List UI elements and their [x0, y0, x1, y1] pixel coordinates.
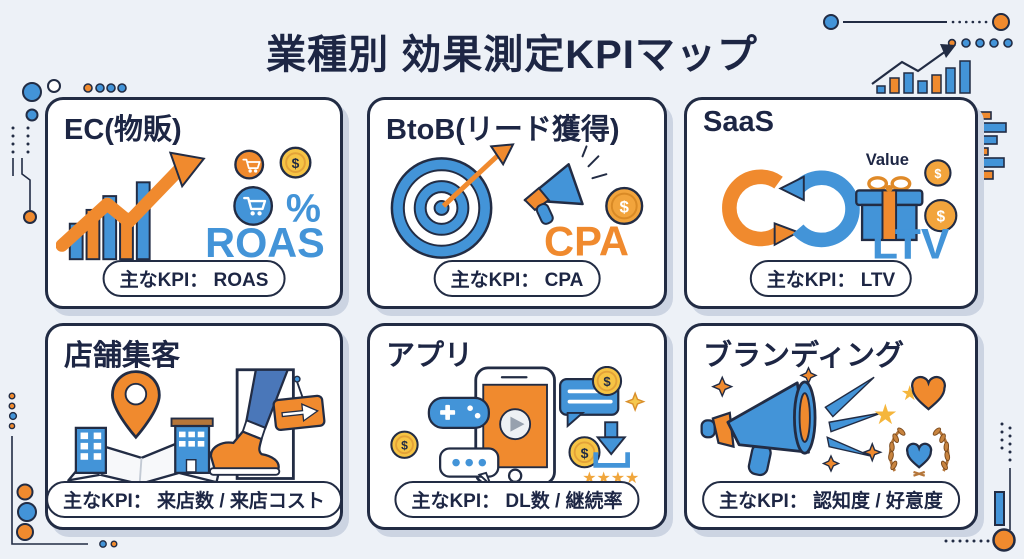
card-ec: EC(物販) $	[45, 97, 343, 309]
ltv-accent-text: LTV	[872, 220, 950, 266]
card-store: 店舗集客	[45, 323, 343, 530]
svg-text:$: $	[603, 374, 611, 389]
dollar-coin-icon: $ $	[924, 159, 958, 233]
laurel-wreath-icon	[888, 427, 951, 477]
card-store-header: 店舗集客	[64, 340, 181, 372]
sparkle-icon	[624, 391, 646, 413]
saas-illustration: Value $ $ LTV	[722, 151, 958, 266]
target-dart-icon	[390, 143, 515, 259]
svg-text:$: $	[934, 167, 941, 181]
dollar-coin-icon: $	[279, 146, 312, 179]
growth-arrow-chart-icon	[56, 151, 206, 261]
dollar-coin-icon: $ $ $	[390, 366, 623, 469]
card-btob: BtoB(リード獲得) $	[367, 97, 667, 309]
card-app: アプリ	[367, 323, 667, 530]
game-controller-icon	[427, 396, 490, 429]
map-pin-icon	[111, 370, 161, 440]
signboard-arrow-icon	[272, 375, 326, 432]
svg-text:$: $	[581, 445, 589, 461]
roas-accent-text: ROAS	[205, 220, 325, 266]
dot-row-icon	[83, 83, 127, 93]
heart-icon	[911, 376, 946, 411]
card-ec-kpi-pill: 主なKPI： ROAS	[102, 260, 286, 297]
app-illustration: $ $ $ ★★★★	[390, 366, 646, 486]
svg-text:$: $	[936, 208, 945, 225]
card-branding-kpi-pill: 主なKPI： 認知度 / 好意度	[702, 481, 960, 518]
cpa-accent-text: CPA	[544, 218, 629, 265]
svg-text:$: $	[620, 197, 630, 216]
card-branding: ブランディング ★ ★	[684, 323, 978, 530]
loop-arrows-icon	[722, 169, 860, 248]
card-ec-header: EC(物販)	[64, 114, 182, 146]
cart-coin-icon	[234, 149, 265, 180]
card-saas-header: SaaS	[703, 106, 774, 138]
card-app-header: アプリ	[386, 340, 474, 372]
page-title: 業種別 効果測定KPIマップ	[266, 33, 758, 77]
store-illustration	[67, 368, 326, 486]
cart-circle-icon	[233, 186, 274, 226]
branding-illustration: ★ ★	[700, 366, 951, 477]
svg-text:$: $	[401, 438, 408, 452]
megaphone-icon	[523, 145, 608, 225]
value-label: Value	[866, 151, 909, 169]
typing-bubble-icon	[439, 447, 500, 486]
card-app-kpi-pill: 主なKPI： DL数 / 継続率	[394, 481, 640, 518]
card-branding-header: ブランディング	[703, 340, 904, 372]
ec-illustration: $ % ROAS	[56, 146, 325, 266]
card-btob-header: BtoB(リード獲得)	[386, 114, 620, 146]
gift-icon	[855, 176, 924, 242]
star-icon: ★	[873, 399, 898, 430]
percent-symbol: %	[286, 187, 321, 231]
megaphone-icon	[700, 376, 882, 477]
bar-stack-icon	[977, 111, 1007, 180]
dollar-coin-icon: $	[605, 186, 644, 226]
card-saas: SaaS Value $ $ LT	[684, 97, 978, 309]
card-btob-kpi-pill: 主なKPI： CPA	[433, 260, 601, 297]
download-icon	[593, 421, 630, 468]
card-saas-kpi-pill: 主なKPI： LTV	[749, 260, 913, 297]
sparkle-icon	[711, 366, 883, 473]
building-icon	[74, 417, 214, 474]
card-store-kpi-pill: 主なKPI： 来店数 / 来店コスト	[46, 481, 342, 518]
btob-illustration: $ CPA	[390, 143, 644, 265]
svg-text:$: $	[292, 156, 300, 171]
heart-icon	[906, 442, 933, 469]
